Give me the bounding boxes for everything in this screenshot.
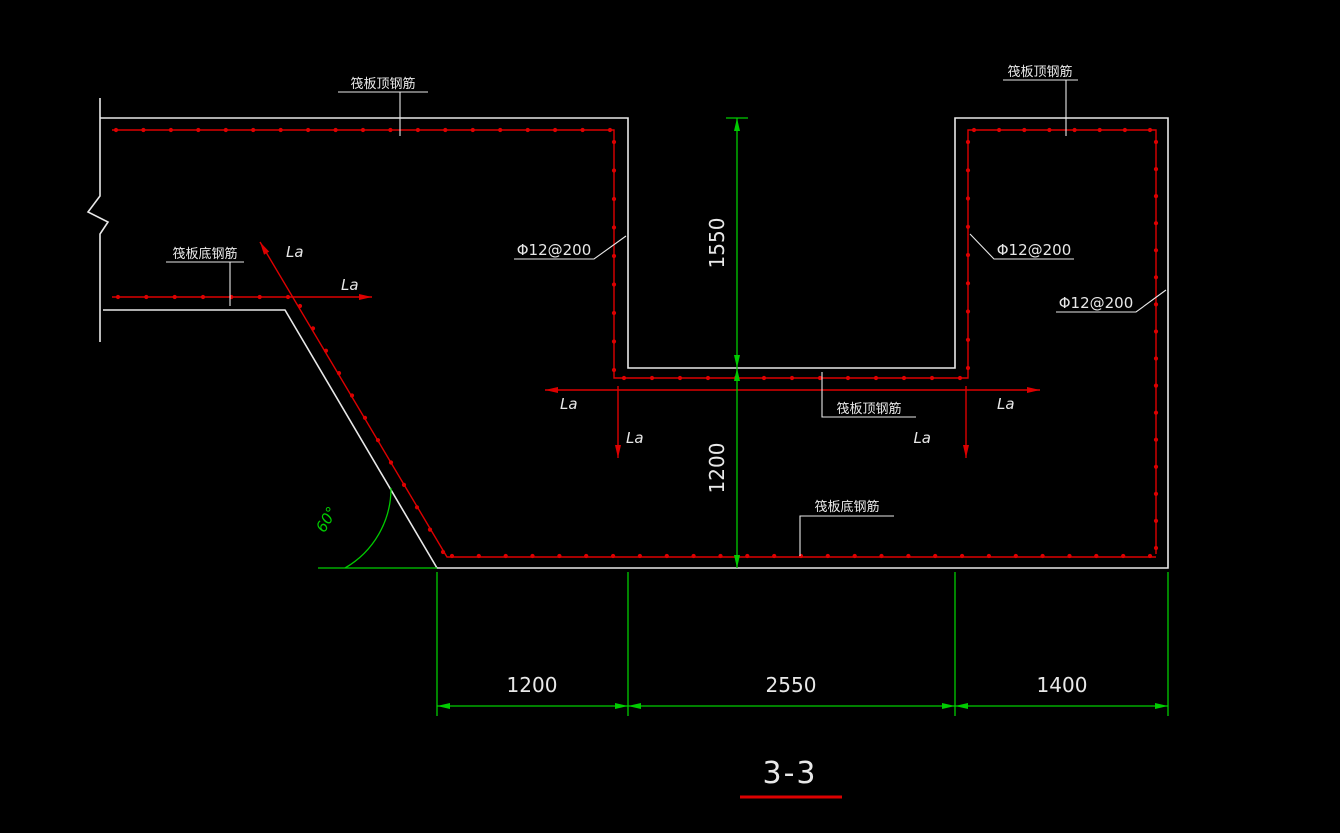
vertical-dim-line [726, 117, 748, 568]
dimension-lines [318, 117, 1169, 716]
dim-bottom-3: 1400 [1037, 673, 1088, 697]
top-rebar-line [112, 129, 1157, 554]
la-label-slab-bottom: La [341, 276, 359, 294]
dim-bottom-2: 2550 [766, 673, 817, 697]
angle-label: 60° [312, 503, 341, 535]
spec-label-right-upper: Φ12@200 [997, 241, 1072, 259]
rebar-dots [113, 127, 1159, 559]
angle-arc [344, 487, 392, 569]
rebar-lines [112, 129, 1157, 558]
dimension-arrowheads [437, 118, 1168, 709]
dim-bottom-1: 1200 [507, 673, 558, 697]
la-label-wall-left: La [626, 429, 644, 447]
leader-top-rebar-left [338, 91, 428, 136]
leader-spec-right-upper [969, 233, 1074, 260]
rebar-arrowheads [260, 242, 1040, 458]
dim-slab-thickness: 1200 [705, 443, 729, 494]
leader-spec-left [514, 235, 627, 260]
bottom-rebar-line [259, 241, 1156, 558]
la-label-slope: La [286, 243, 304, 261]
section-profile [100, 117, 1169, 569]
label-top-rebar-left: 筏板顶钢筋 [350, 76, 415, 92]
section-outline [86, 98, 1169, 569]
section-title: 3-3 [763, 756, 818, 791]
dim-pit-depth: 1550 [705, 218, 729, 269]
la-label-pit-left: La [560, 395, 578, 413]
leader-bottom-rebar-left [166, 261, 244, 306]
label-bottom-rebar-mid: 筏板底钢筋 [814, 499, 879, 515]
leader-lines [166, 79, 1167, 556]
spec-label-right-lower: Φ12@200 [1059, 294, 1134, 312]
label-pit-top-rebar: 筏板顶钢筋 [836, 401, 901, 417]
leader-spec-right-lower [1056, 289, 1167, 313]
leader-pit-top-rebar [821, 372, 916, 418]
break-line-left [86, 98, 110, 342]
la-label-pit-right: La [997, 395, 1015, 413]
horizontal-dim-lines [436, 572, 1169, 716]
la-label-wall-right: La [913, 429, 931, 447]
spec-label-left: Φ12@200 [517, 241, 592, 259]
label-bottom-rebar-left: 筏板底钢筋 [172, 246, 237, 262]
leader-bottom-rebar-mid [799, 515, 894, 556]
leader-top-rebar-right [1003, 79, 1078, 136]
label-top-rebar-right: 筏板顶钢筋 [1007, 64, 1072, 80]
